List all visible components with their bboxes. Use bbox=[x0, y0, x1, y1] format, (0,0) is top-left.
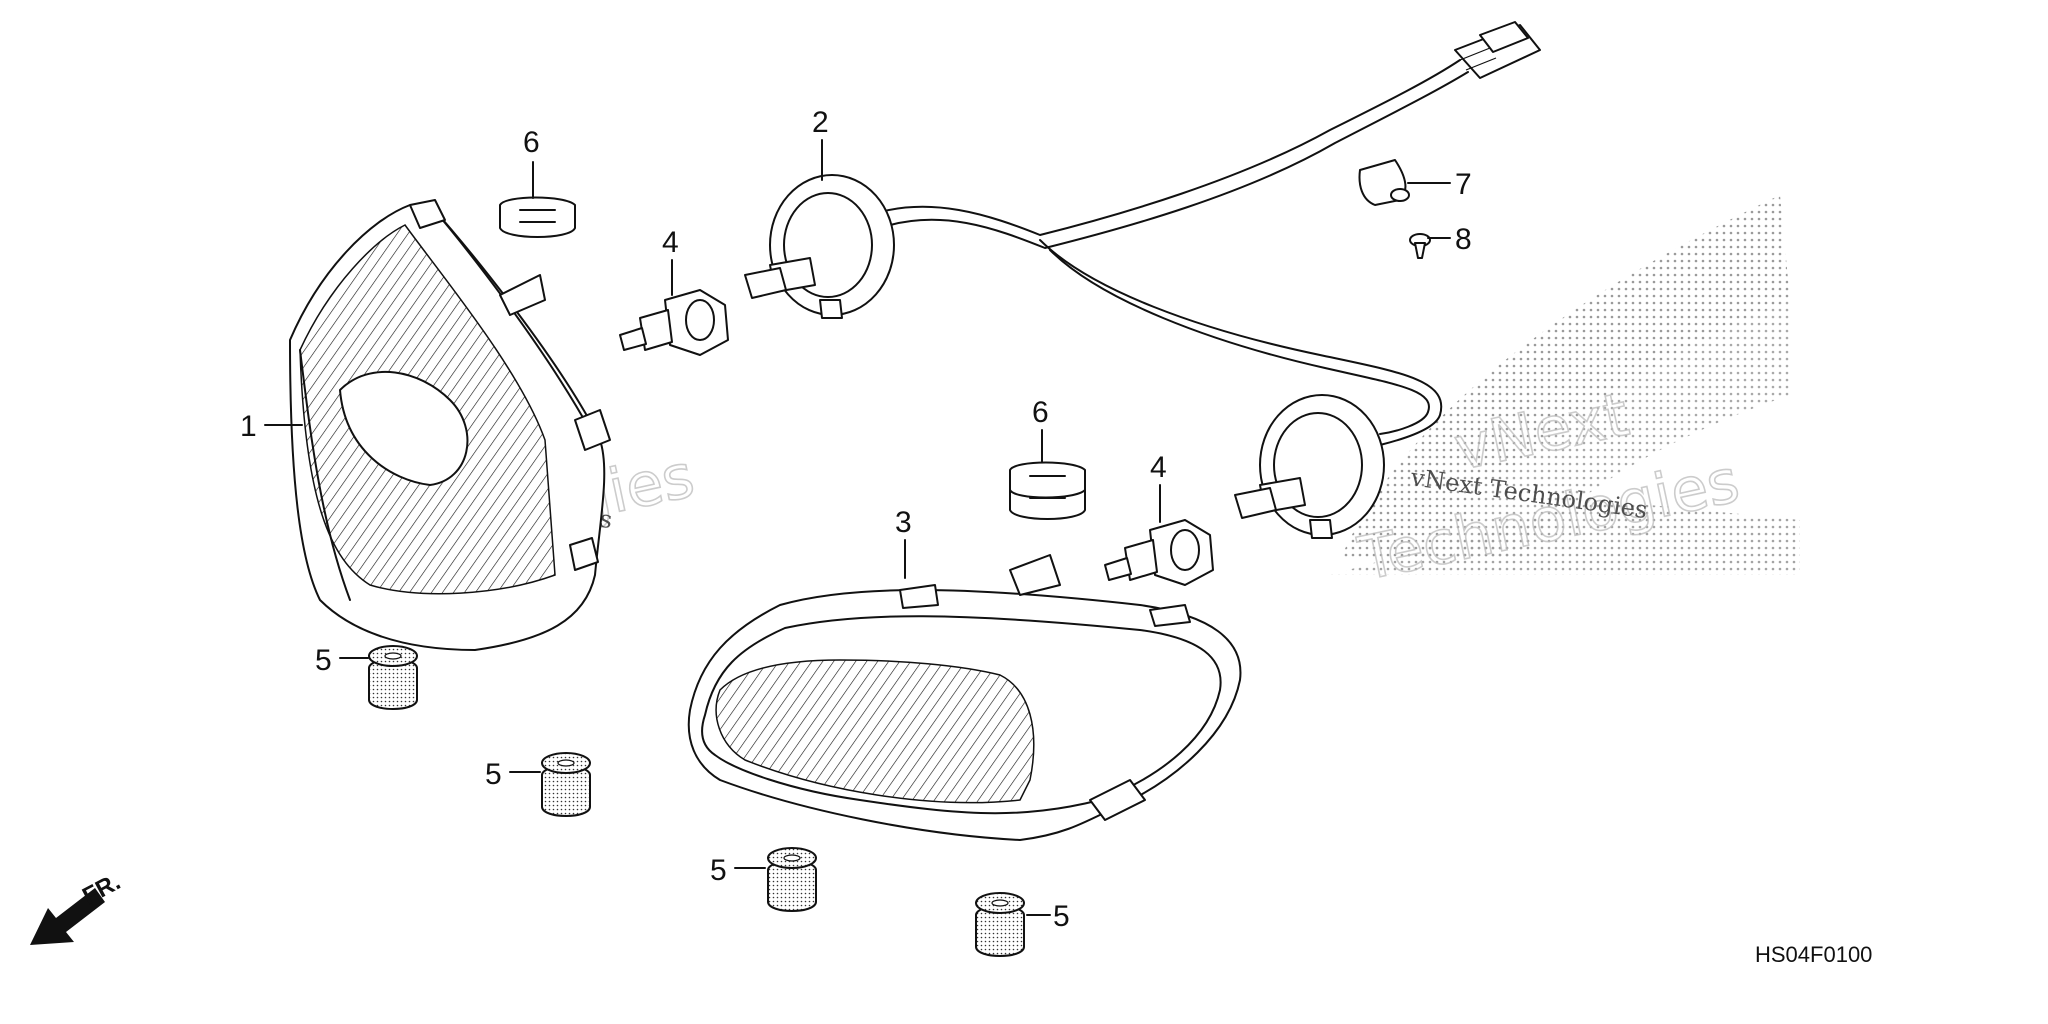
callout-4-upper: 4 bbox=[662, 226, 679, 259]
diagram-code: HS04F0100 bbox=[1755, 942, 1872, 967]
wiring-harness bbox=[869, 21, 1541, 446]
seal-lower bbox=[1009, 461, 1086, 520]
callout-5-c: 5 bbox=[710, 854, 727, 887]
callouts: 1 2 3 4 4 5 5 5 5 6 6 7 8 bbox=[240, 106, 1472, 933]
callout-6-lower: 6 bbox=[1032, 396, 1049, 429]
leader-lines bbox=[264, 139, 1451, 916]
callout-5-d: 5 bbox=[1053, 900, 1070, 933]
callout-7: 7 bbox=[1455, 168, 1472, 201]
callout-8: 8 bbox=[1455, 223, 1472, 256]
socket-upper bbox=[744, 174, 895, 319]
front-direction-indicator: FR. bbox=[30, 868, 125, 945]
grommet-2 bbox=[541, 752, 591, 817]
callout-4-lower: 4 bbox=[1150, 451, 1167, 484]
grommet-3 bbox=[767, 847, 817, 912]
harness-clip bbox=[1358, 159, 1410, 206]
callout-5-a: 5 bbox=[315, 644, 332, 677]
callout-5-b: 5 bbox=[485, 758, 502, 791]
seal-upper bbox=[499, 196, 576, 238]
callout-2: 2 bbox=[812, 106, 829, 139]
grommet-1 bbox=[368, 645, 418, 710]
headlight-left bbox=[289, 199, 611, 651]
bulb-upper bbox=[619, 289, 729, 356]
brand-background-dots bbox=[1330, 195, 1800, 575]
bulb-lower bbox=[1104, 519, 1214, 586]
callout-3: 3 bbox=[895, 506, 912, 539]
arrow-down-left-icon bbox=[30, 888, 105, 945]
headlight-right bbox=[687, 554, 1242, 841]
screw bbox=[1409, 233, 1431, 259]
callout-6-upper: 6 bbox=[523, 126, 540, 159]
callout-1: 1 bbox=[240, 410, 257, 443]
socket-lower bbox=[1234, 394, 1385, 539]
grommet-4 bbox=[975, 892, 1025, 957]
